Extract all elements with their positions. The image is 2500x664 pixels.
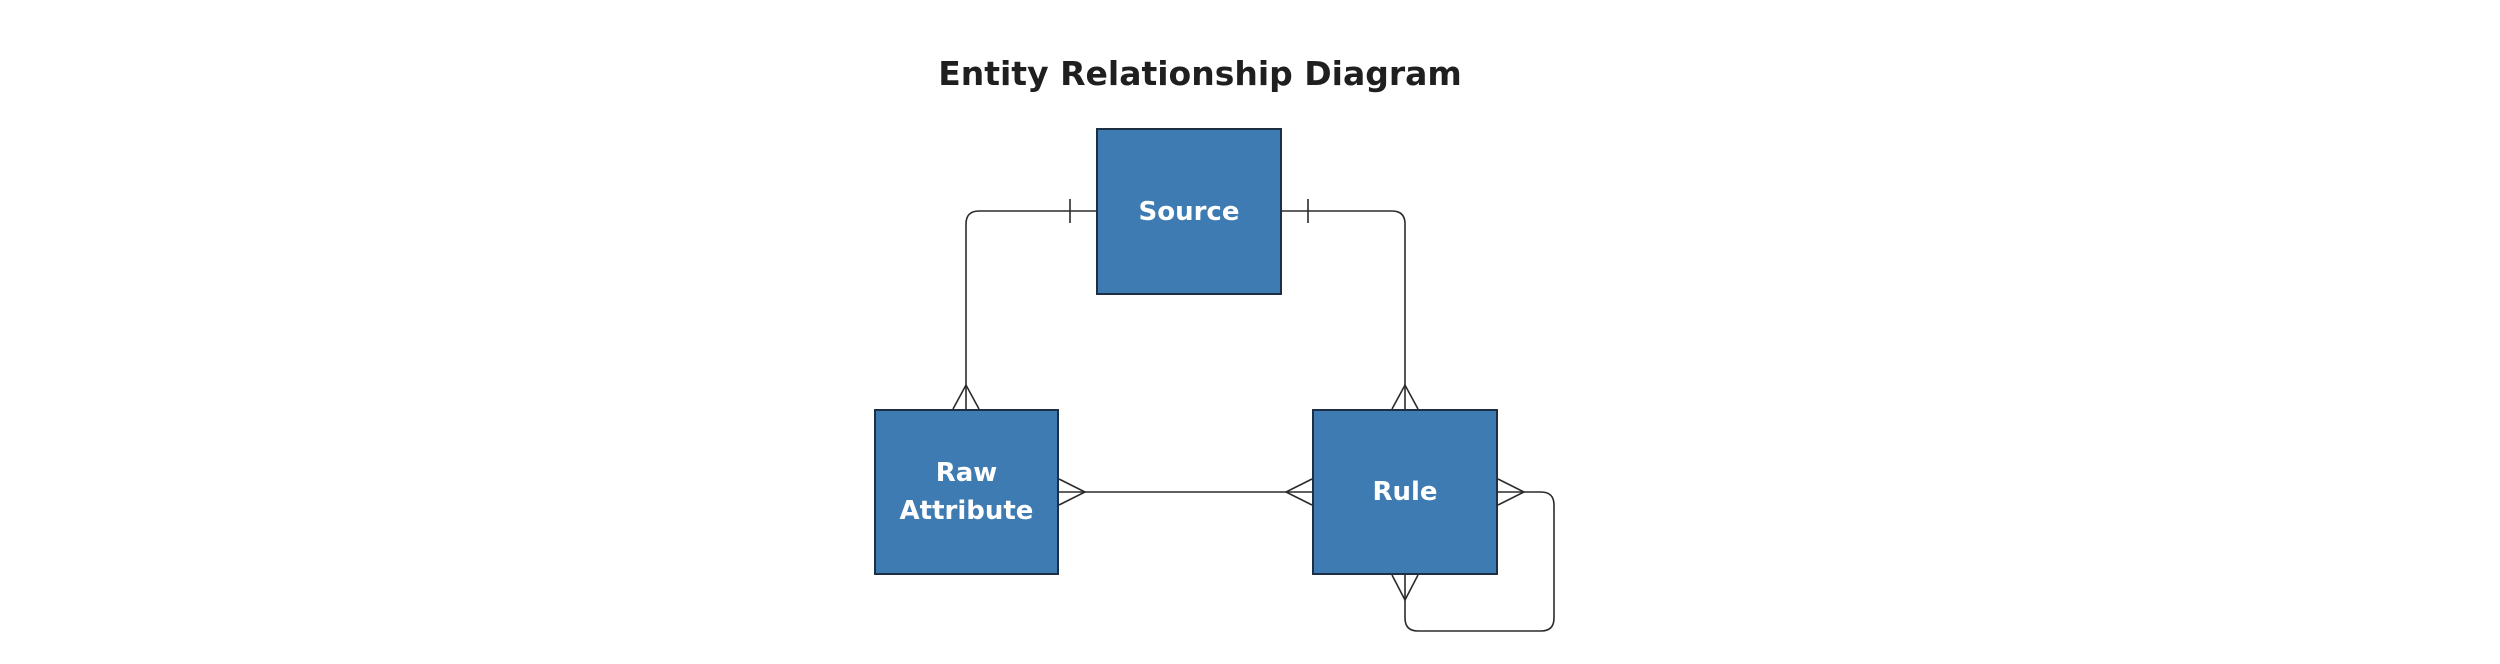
- entity-source[interactable]: Source: [1096, 128, 1282, 295]
- many-marker-rule-right: [1497, 478, 1526, 506]
- entity-rule-label: Rule: [1372, 477, 1438, 507]
- entity-source-label: Source: [1138, 196, 1240, 227]
- many-marker-raw-attribute-top: [952, 383, 980, 410]
- connector-source-rule: [1282, 210, 1406, 409]
- entity-rule[interactable]: Rule: [1312, 409, 1498, 575]
- connector-rule-self: [1404, 491, 1555, 632]
- many-marker-rule-top: [1391, 383, 1419, 410]
- entity-raw-attribute-label: Raw Attribute: [899, 458, 1034, 526]
- entity-raw-attribute[interactable]: Raw Attribute: [874, 409, 1059, 575]
- diagram-title: Entity Relationship Diagram: [938, 54, 1462, 93]
- many-marker-raw-attribute-right: [1058, 478, 1087, 506]
- many-marker-rule-bottom: [1391, 574, 1419, 602]
- connector-source-raw-attribute: [965, 210, 1096, 409]
- many-marker-rule-left: [1284, 478, 1313, 506]
